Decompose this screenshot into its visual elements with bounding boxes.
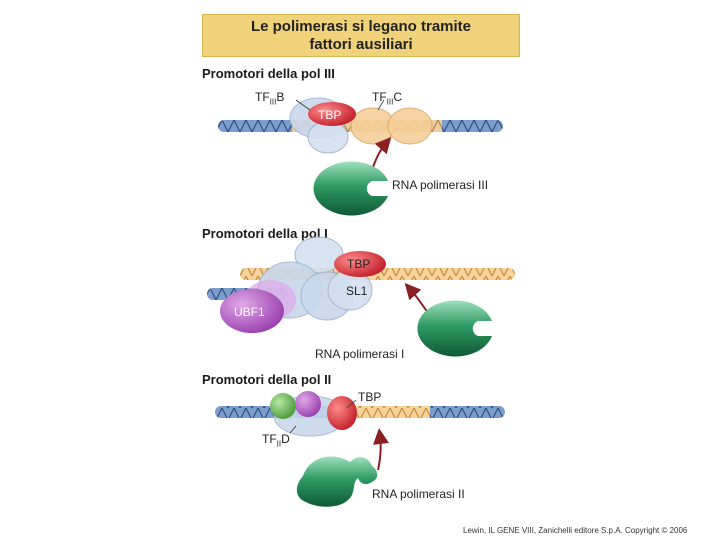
pol3-polymerase-label: RNA polimerasi III bbox=[392, 178, 489, 192]
pol2-dna-promoter bbox=[335, 406, 430, 418]
title-box: Le polimerasi si legano tramite fattori … bbox=[202, 14, 520, 57]
title-line-2: fattori ausiliari bbox=[309, 35, 413, 53]
pol1-section bbox=[207, 236, 515, 357]
pol3-tbp bbox=[308, 102, 356, 126]
pol2-heading: Promotori della pol II bbox=[202, 372, 332, 387]
pol2-tbp-label: TBP bbox=[358, 390, 382, 404]
ubf1-label: UBF1 bbox=[234, 305, 265, 319]
pol2-arrow bbox=[373, 428, 389, 471]
tf2d-purple-subunit bbox=[295, 391, 321, 417]
pol3-section bbox=[218, 97, 503, 216]
tbp-pointer bbox=[346, 399, 357, 409]
pol1-heading: Promotori della pol I bbox=[202, 226, 328, 241]
tf2d-label: TFIID bbox=[262, 432, 290, 449]
pol3-tbp-label: TBP bbox=[318, 108, 342, 122]
pol3-polymerase bbox=[313, 161, 388, 216]
pol3-arrow bbox=[371, 137, 392, 171]
pol3-heading: Promotori della pol III bbox=[202, 66, 335, 81]
tf3c-pointer bbox=[377, 99, 385, 111]
pol1-polymerase-label: RNA polimerasi I bbox=[315, 347, 405, 361]
pol2-polymerase bbox=[296, 456, 378, 507]
tf3c-protein-2 bbox=[387, 107, 433, 145]
tf2d-green-subunit bbox=[270, 393, 296, 419]
pol2-tbp bbox=[327, 396, 357, 430]
pol1-tbp bbox=[334, 251, 386, 277]
pol1-polymerase bbox=[417, 300, 492, 357]
tf3b-pointer bbox=[295, 99, 311, 111]
ubf1-protein bbox=[220, 289, 284, 333]
title-line-1: Le polimerasi si legano tramite bbox=[250, 17, 472, 35]
tf2d-pointer bbox=[289, 425, 297, 434]
pol2-section bbox=[215, 391, 505, 507]
sl1-label: SL1 bbox=[346, 284, 368, 298]
pol1-tbp-label: TBP bbox=[347, 257, 371, 271]
tf3b-label: TFIIIB bbox=[255, 90, 285, 107]
copyright-credit: Lewin, IL GENE VIII, Zanichelli editore … bbox=[463, 526, 688, 535]
tf3c-label: TFIIIC bbox=[372, 90, 403, 107]
pol2-polymerase-label: RNA polimerasi II bbox=[372, 487, 465, 501]
